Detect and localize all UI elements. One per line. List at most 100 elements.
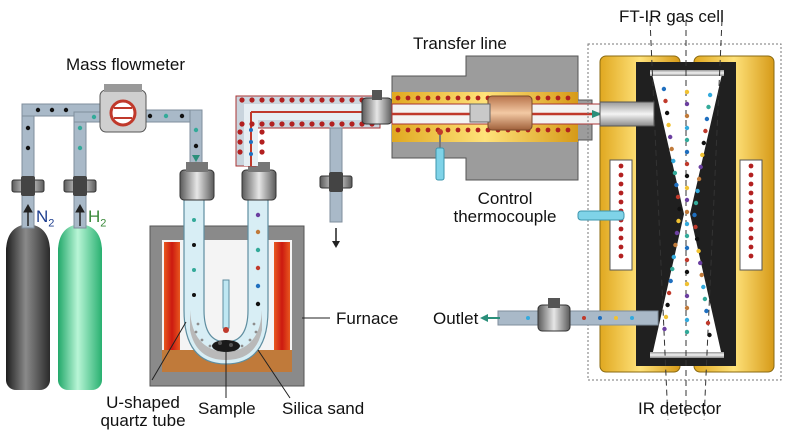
heater-dot	[309, 121, 315, 127]
gas-dot	[249, 140, 253, 144]
cell-gas-dot	[684, 149, 690, 155]
gas-dot	[249, 152, 253, 156]
vent-valve-icon[interactable]	[319, 172, 353, 192]
cell-gas-dot	[706, 104, 711, 110]
u-shaped-quartz-tube	[183, 191, 269, 365]
coil-dot	[748, 172, 754, 178]
heater-dot	[259, 129, 265, 135]
cell-gas-dot	[672, 170, 678, 176]
coil-dot	[748, 181, 754, 187]
coil-dot	[618, 199, 624, 205]
coil-dot	[748, 190, 754, 196]
n2-valve-icon[interactable]	[11, 176, 45, 196]
cell-gas-dot	[662, 326, 667, 332]
heater-dot	[465, 95, 471, 101]
cell-gas-dot	[684, 113, 690, 119]
cell-gas-dot	[704, 116, 710, 122]
heater-dot	[415, 95, 421, 101]
u-tube-gas-dots	[192, 212, 261, 307]
cell-gas-dot	[684, 245, 690, 251]
heater-dot	[395, 127, 401, 133]
h2-cylinder	[58, 224, 102, 390]
heater-dot	[279, 97, 285, 103]
coil-dot	[618, 172, 624, 178]
cell-gas-dot	[684, 161, 690, 167]
h2-valve-icon[interactable]	[63, 176, 97, 196]
heater-dot	[259, 97, 265, 103]
cell-gas-dot	[694, 236, 700, 242]
u-tube-label-line2: quartz tube	[100, 410, 186, 430]
heater-dot	[339, 121, 345, 127]
heater-dot	[455, 95, 461, 101]
coil-dot	[618, 244, 624, 250]
furnace-label: Furnace	[336, 309, 399, 328]
cell-gas-dot	[674, 182, 679, 188]
cell-inlet-tube	[599, 101, 655, 127]
heater-dot	[395, 95, 401, 101]
cell-gas-dot	[684, 137, 690, 143]
coil-dot	[748, 235, 754, 241]
heater-dot	[465, 127, 471, 133]
cell-gas-dot	[669, 146, 674, 152]
outlet-fitting	[241, 162, 277, 201]
cell-gas-dot	[666, 122, 671, 128]
cell-gas-dot	[684, 329, 690, 335]
mass-flowmeter-label: Mass flowmeter	[66, 55, 186, 74]
n2-label: N2	[36, 208, 54, 230]
outlet-label: Outlet	[433, 309, 479, 328]
heater-dot	[555, 95, 561, 101]
cell-gas-dot	[702, 296, 708, 302]
control-thermocouple-label: Control thermocouple	[443, 190, 567, 226]
cell-gas-dot	[670, 266, 675, 272]
transfer-connector-icon	[469, 95, 533, 131]
gas-up-arrows	[23, 203, 85, 226]
outlet-arrow	[480, 314, 500, 322]
ftir-gas-cell-label: FT-IR gas cell	[619, 7, 724, 26]
cell-gas-dot	[699, 272, 704, 278]
cell-gas-dot	[663, 98, 668, 104]
cell-gas-dot	[684, 185, 690, 191]
heater-dot	[445, 95, 451, 101]
cell-gas-dot	[684, 173, 690, 179]
cell-gas-dot	[684, 197, 690, 203]
heater-dot	[269, 121, 275, 127]
coil-dot	[748, 244, 754, 250]
heater-dot	[239, 121, 245, 127]
heater-dot	[565, 127, 571, 133]
n2-cylinder	[6, 224, 50, 390]
transfer-flow-arrow	[592, 110, 602, 118]
heater-dot	[349, 121, 355, 127]
heater-dot	[239, 97, 245, 103]
cell-gas-dot	[695, 188, 700, 194]
silica-sand-label: Silica sand	[282, 399, 365, 418]
heater-dot	[237, 129, 243, 135]
heater-dot	[319, 121, 325, 127]
cell-gas-dot	[701, 284, 706, 290]
gas-dot	[249, 128, 253, 132]
cell-gas-dot	[701, 140, 706, 146]
line-valve-icon[interactable]	[361, 90, 393, 125]
coil-dot	[748, 199, 754, 205]
heater-dot	[299, 121, 305, 127]
heater-dot	[309, 97, 315, 103]
coil-dot	[618, 253, 624, 259]
heater-dot	[535, 127, 541, 133]
heater-dot	[535, 95, 541, 101]
heater-dot	[237, 139, 243, 145]
inlet-fitting	[179, 162, 215, 201]
cell-gas-dot	[684, 305, 690, 311]
flow-down-arrow	[192, 155, 200, 162]
heater-dot	[279, 121, 285, 127]
heater-dot	[249, 97, 255, 103]
coil-dot	[748, 208, 754, 214]
u-tube-label-line1: U-shaped	[106, 393, 180, 412]
outlet-valve-icon[interactable]	[537, 298, 571, 332]
cell-gas-dot	[698, 260, 703, 266]
h2-label: H2	[88, 208, 106, 230]
transfer-line-label: Transfer line	[413, 34, 507, 53]
cell-gas-dot	[663, 314, 669, 320]
cell-gas-dot	[704, 308, 709, 314]
sample-label: Sample	[198, 399, 256, 418]
cell-gas-dots	[661, 86, 713, 338]
